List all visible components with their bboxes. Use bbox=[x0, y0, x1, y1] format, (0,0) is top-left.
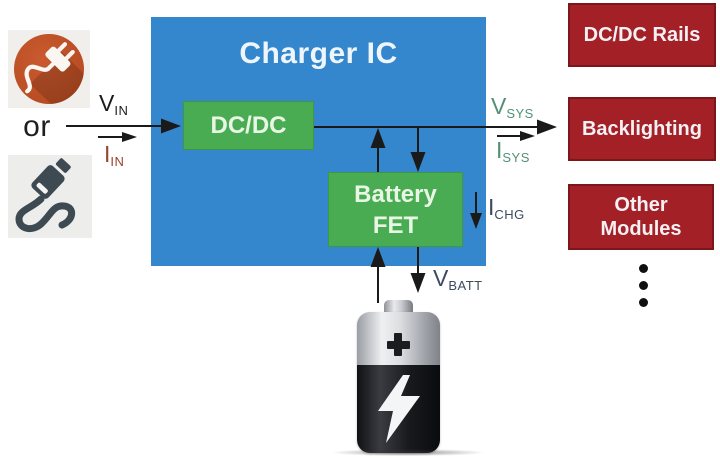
power-plug-icon bbox=[8, 30, 90, 108]
ellipsis-dot bbox=[639, 298, 648, 307]
charger-ic-block: Charger IC bbox=[151, 17, 486, 266]
iin-label: IIN bbox=[104, 141, 125, 170]
output-dcdc-rails: DC/DC Rails bbox=[568, 3, 716, 67]
vsys-label: VSYS bbox=[491, 93, 534, 122]
battery-shadow bbox=[332, 449, 484, 456]
battery-plus-icon bbox=[394, 333, 402, 356]
dcdc-label: DC/DC bbox=[210, 111, 287, 139]
vertical-ellipsis-icon bbox=[639, 264, 648, 315]
or-label: or bbox=[23, 110, 51, 143]
isys-label: ISYS bbox=[496, 137, 530, 166]
output-backlighting: Backlighting bbox=[568, 97, 716, 161]
usb-cable-icon bbox=[8, 155, 92, 238]
ellipsis-dot bbox=[639, 281, 648, 290]
output-backlighting-label: Backlighting bbox=[581, 117, 702, 140]
battery-fet-label-line1: Battery bbox=[354, 180, 437, 208]
output-other-modules-label: Other Modules bbox=[600, 194, 682, 240]
battery-silver-cap bbox=[357, 312, 440, 365]
ellipsis-dot bbox=[639, 264, 648, 273]
lightning-bolt-icon bbox=[378, 375, 420, 443]
output-other-modules: Other Modules bbox=[568, 184, 714, 250]
battery-icon bbox=[357, 300, 440, 454]
battery-fet-label-line2: FET bbox=[372, 211, 419, 239]
output-dcdc-rails-label: DC/DC Rails bbox=[583, 23, 701, 46]
battery-fet-block: Battery FET bbox=[328, 172, 463, 247]
vin-label: VIN bbox=[99, 90, 129, 119]
battery-body bbox=[357, 312, 440, 453]
usb-cable-glyph bbox=[15, 158, 76, 233]
battery-black-section bbox=[357, 365, 440, 453]
charger-ic-title: Charger IC bbox=[239, 37, 398, 70]
ichg-label: ICHG bbox=[488, 194, 525, 223]
dcdc-block: DC/DC bbox=[183, 101, 314, 150]
vbatt-label: VBATT bbox=[433, 265, 483, 294]
power-plug-glyph bbox=[14, 34, 84, 104]
